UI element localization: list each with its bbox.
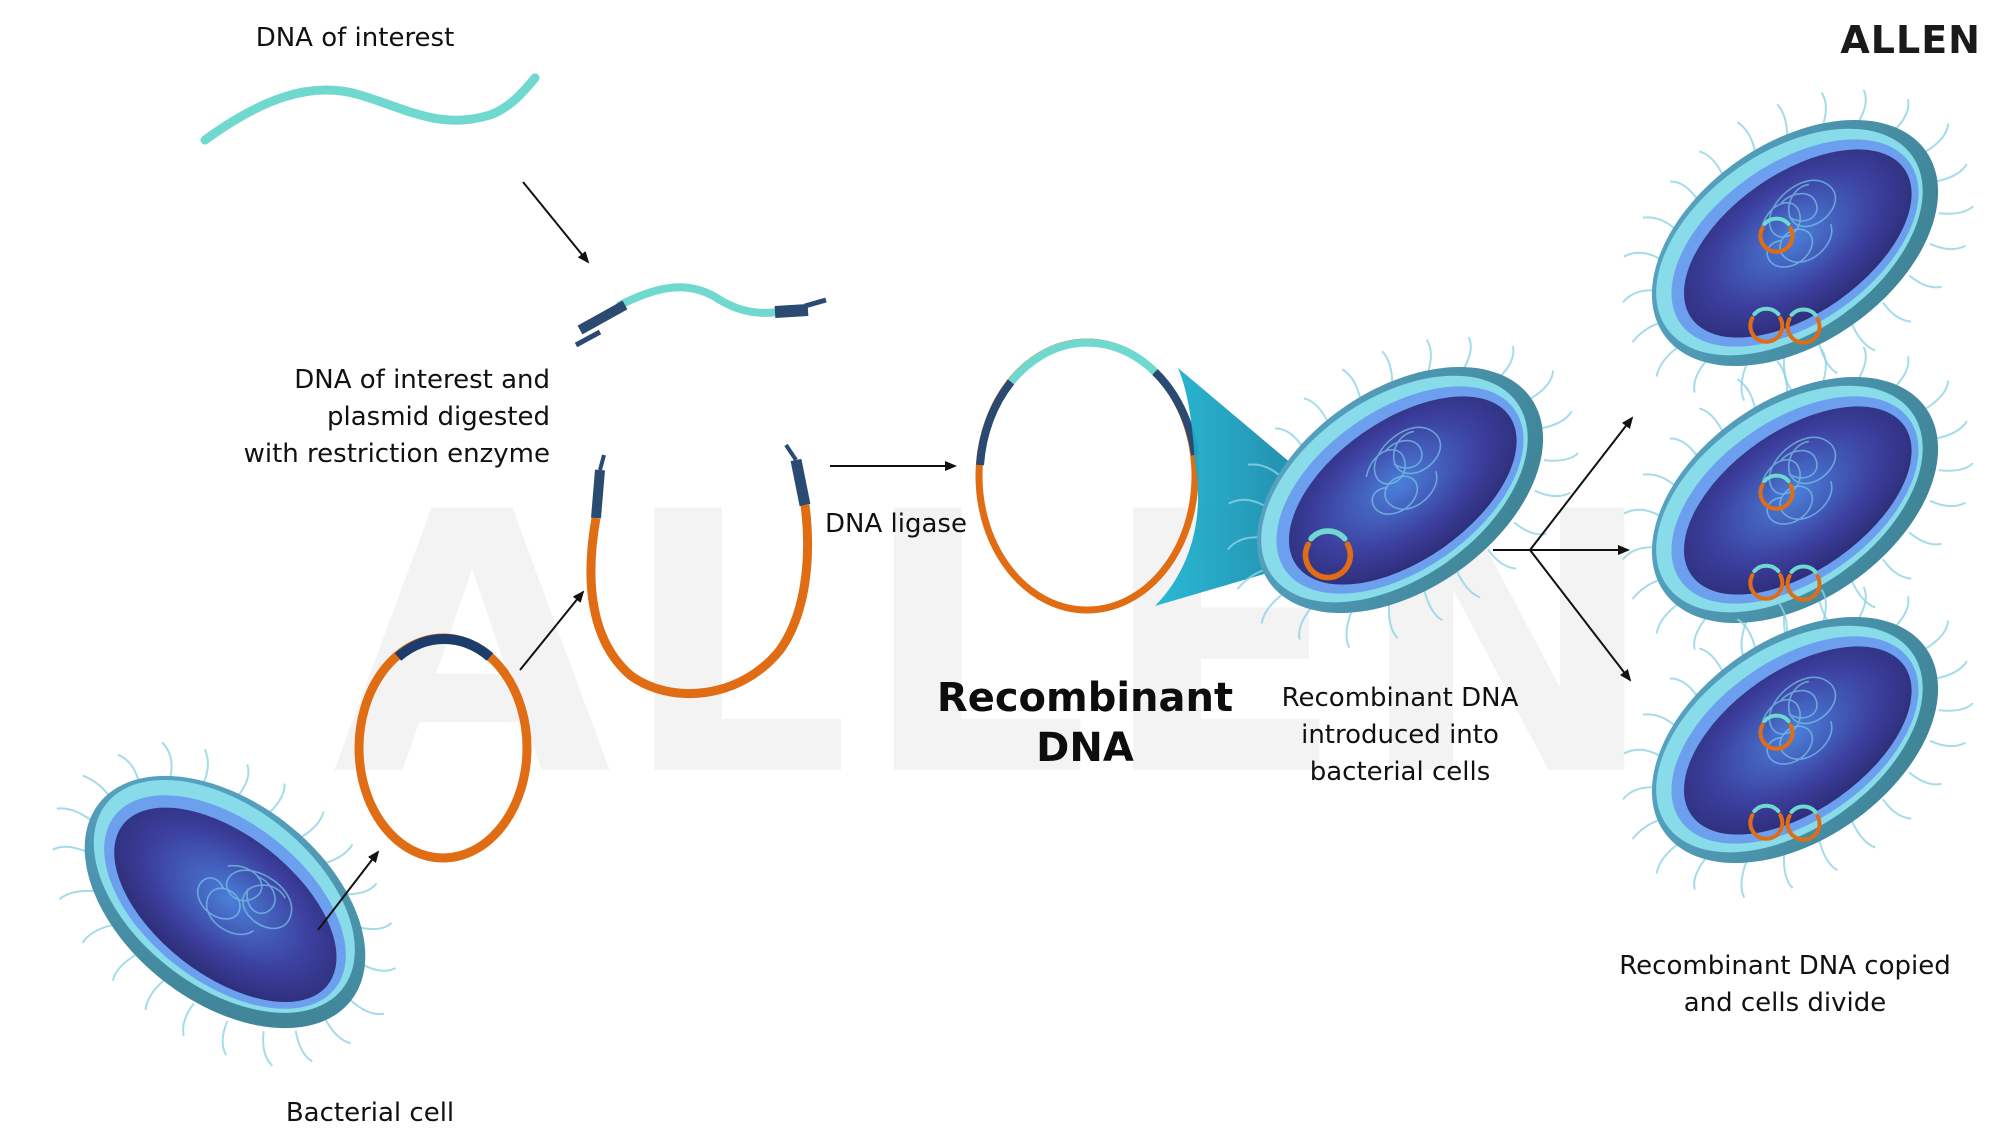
label-digested: DNA of interest and plasmid digested wit… [243,365,550,469]
arrow-cell-to-plasmid [317,850,380,931]
arrow-digest [522,181,590,264]
plasmid [354,633,532,863]
label-dna-ligase: DNA ligase [825,509,967,539]
brand-logo: ALLEN [1840,18,1981,62]
recombinant-plasmid [975,338,1199,614]
digested-dna-fragment [574,283,827,348]
dna-of-interest-strand [200,73,540,145]
label-bacterial-cell: Bacterial cell [285,1098,455,1128]
label-recombinant-dna: Recombinant DNA [936,675,1234,771]
label-copied: Recombinant DNA copied and cells divide [1619,951,1951,1018]
division-arrows [1493,416,1634,682]
arrow-plasmid-to-cut [519,590,585,671]
label-dna-of-interest: DNA of interest [255,23,455,53]
label-introduced: Recombinant DNA introduced into bacteria… [1281,683,1519,787]
cut-plasmid [586,443,813,698]
